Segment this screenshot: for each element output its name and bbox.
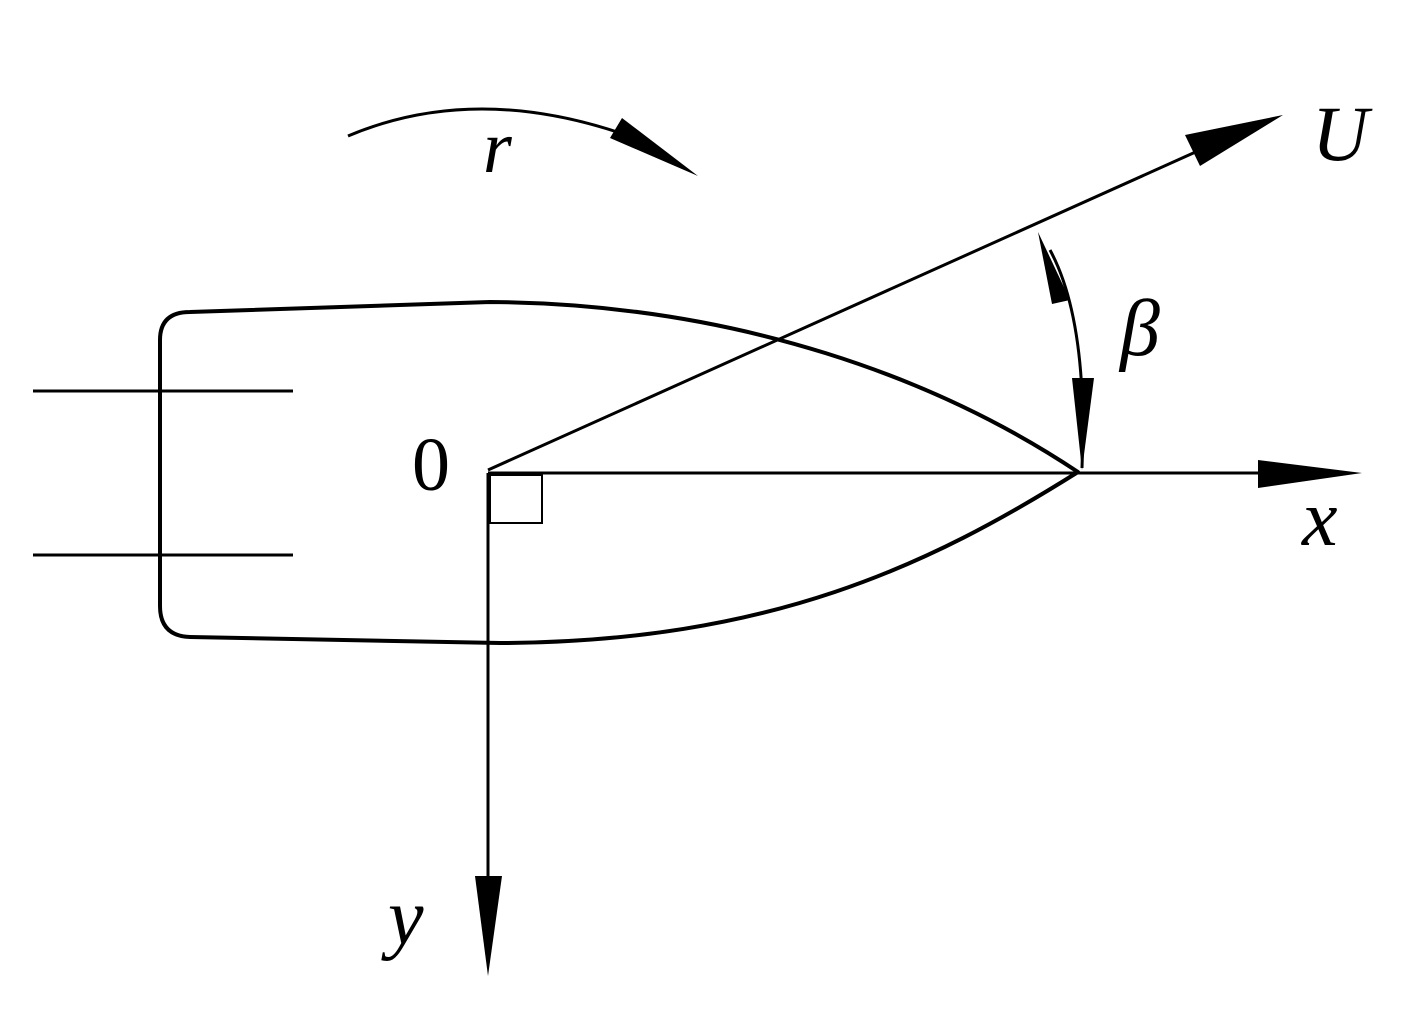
x-axis-arrowhead [1258, 460, 1362, 488]
label-y-axis: y [381, 874, 424, 962]
velocity-vector-arrowhead [1185, 115, 1283, 166]
label-angle-beta: β [1118, 285, 1160, 373]
label-x-axis: x [1301, 475, 1338, 563]
drift-angle-arrowhead-upper [1038, 232, 1070, 304]
velocity-vector-line [487, 148, 1201, 472]
y-axis-arrowhead [475, 876, 502, 976]
right-angle-marker [489, 474, 543, 524]
label-origin-0: 0 [412, 423, 450, 507]
yaw-rate-arc [347, 107, 641, 142]
drift-angle-arrowhead-lower [1072, 378, 1094, 470]
yaw-rate-arrowhead [610, 118, 698, 176]
label-velocity-u: U [1312, 90, 1373, 177]
label-rotation-r: r [483, 107, 513, 189]
